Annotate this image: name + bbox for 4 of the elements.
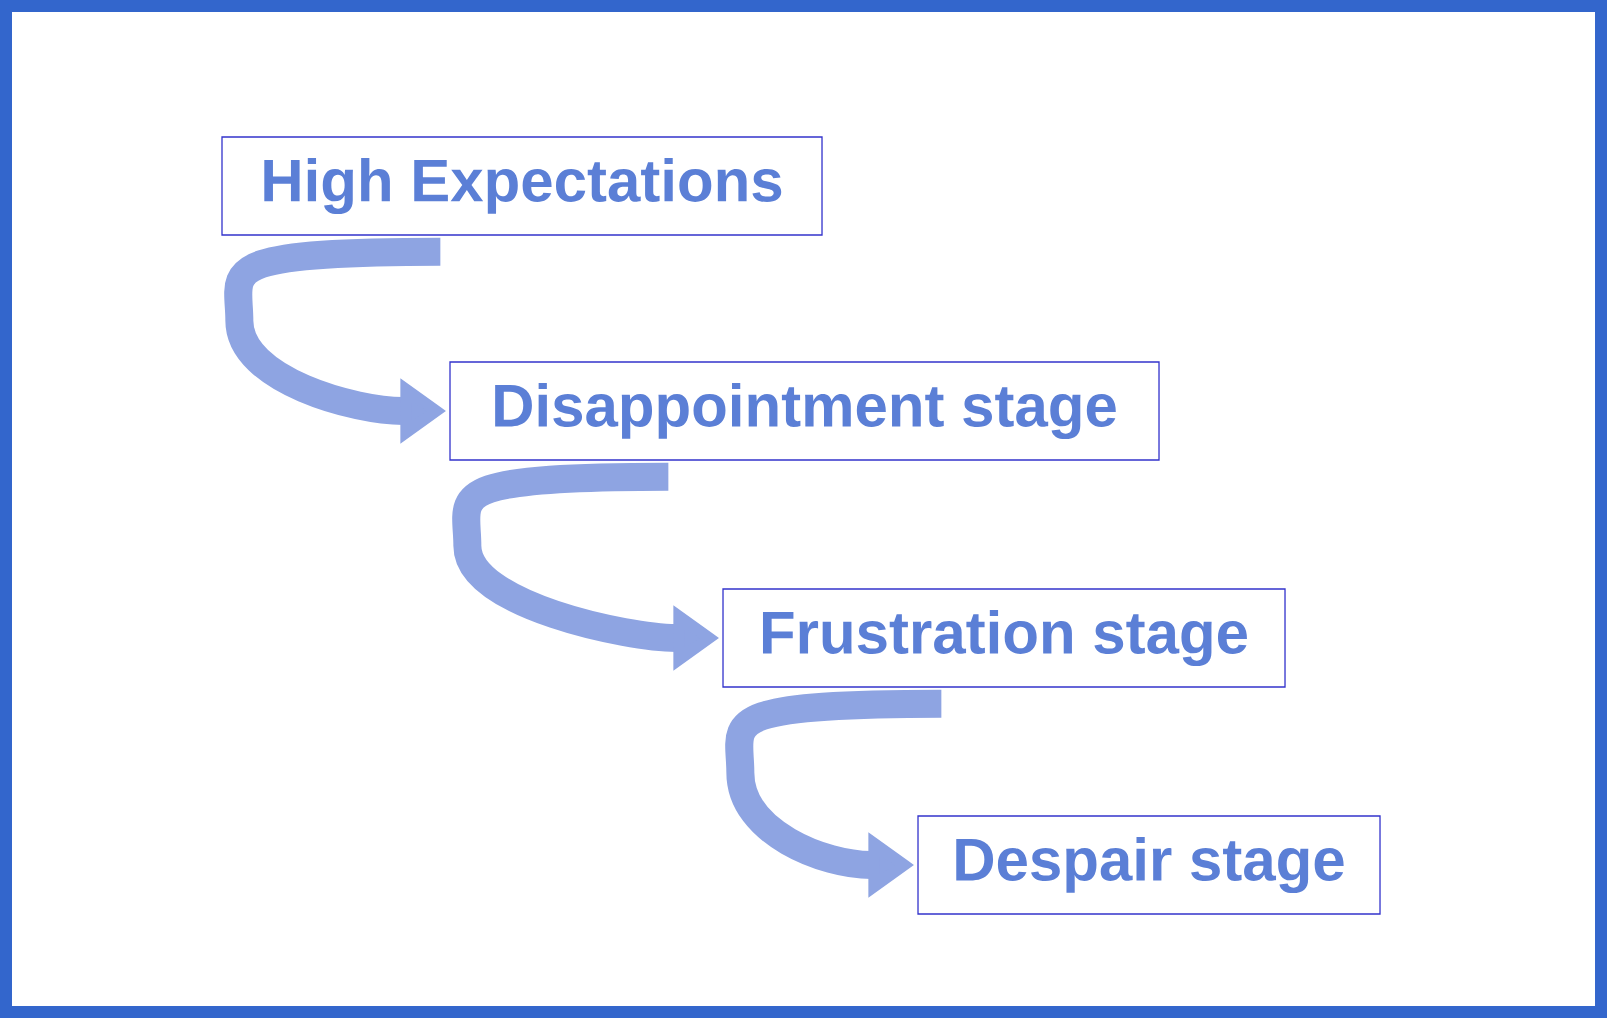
stage-box: Despair stage bbox=[917, 815, 1381, 915]
stage-box: Frustration stage bbox=[722, 588, 1286, 688]
stage-box: High Expectations bbox=[221, 136, 823, 236]
stage-box: Disappointment stage bbox=[449, 361, 1160, 461]
